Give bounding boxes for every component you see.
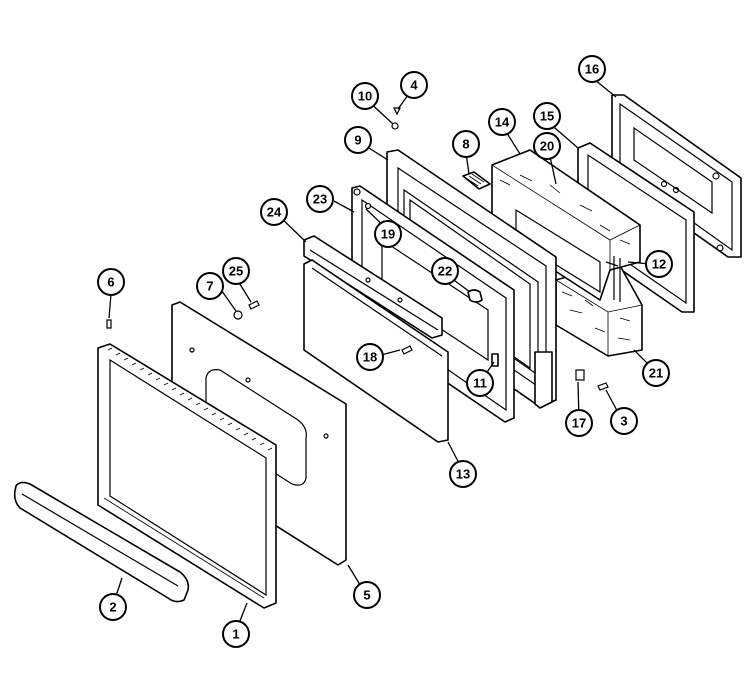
svg-text:10: 10 <box>358 89 372 104</box>
part-22-clip <box>467 289 483 303</box>
svg-text:15: 15 <box>540 109 554 124</box>
svg-text:24: 24 <box>267 205 282 220</box>
callout-1: 1 <box>222 620 250 648</box>
callout-18: 18 <box>356 343 384 371</box>
callout-23: 23 <box>306 185 334 213</box>
callout-6: 6 <box>97 268 125 296</box>
callout-16: 16 <box>578 55 606 83</box>
callout-9: 9 <box>344 126 372 154</box>
svg-text:14: 14 <box>495 115 510 130</box>
svg-text:13: 13 <box>456 467 470 482</box>
svg-text:20: 20 <box>540 139 554 154</box>
callout-3: 3 <box>610 407 638 435</box>
callout-24: 24 <box>260 198 288 226</box>
callout-5: 5 <box>353 581 381 609</box>
callout-21: 21 <box>642 359 670 387</box>
svg-text:12: 12 <box>652 257 666 272</box>
callout-10: 10 <box>351 82 379 110</box>
callout-11: 11 <box>466 369 494 397</box>
callout-19: 19 <box>374 220 402 248</box>
part-2-handle <box>13 481 190 603</box>
svg-text:1: 1 <box>232 627 239 642</box>
callout-15: 15 <box>533 102 561 130</box>
svg-text:8: 8 <box>462 137 469 152</box>
svg-text:4: 4 <box>410 78 418 93</box>
callout-8: 8 <box>452 130 480 158</box>
callout-25: 25 <box>222 257 250 285</box>
svg-text:22: 22 <box>438 264 452 279</box>
hardware-screws <box>106 107 609 391</box>
callout-14: 14 <box>488 108 516 136</box>
svg-text:11: 11 <box>473 376 487 391</box>
svg-text:2: 2 <box>109 600 116 615</box>
callout-17: 17 <box>565 409 593 437</box>
svg-text:6: 6 <box>107 275 114 290</box>
svg-text:3: 3 <box>620 414 627 429</box>
callout-20: 20 <box>533 132 561 160</box>
part-24-bracket <box>303 235 443 339</box>
callout-12: 12 <box>645 250 673 278</box>
callout-22: 22 <box>431 257 459 285</box>
callout-13: 13 <box>449 460 477 488</box>
part-8-vent <box>462 171 491 190</box>
svg-text:17: 17 <box>572 416 586 431</box>
svg-text:25: 25 <box>229 264 243 279</box>
svg-text:23: 23 <box>313 192 327 207</box>
svg-text:18: 18 <box>363 350 377 365</box>
callout-4: 4 <box>400 71 428 99</box>
svg-text:5: 5 <box>363 588 370 603</box>
svg-text:7: 7 <box>206 279 213 294</box>
part-1-door-frame <box>97 343 277 609</box>
callout-2: 2 <box>99 593 127 621</box>
callout-7: 7 <box>196 272 224 300</box>
part-14-20-insulation-upper <box>491 149 641 302</box>
svg-text:19: 19 <box>381 227 395 242</box>
svg-text:16: 16 <box>585 62 599 77</box>
svg-text:9: 9 <box>354 133 361 148</box>
svg-text:21: 21 <box>649 366 663 381</box>
